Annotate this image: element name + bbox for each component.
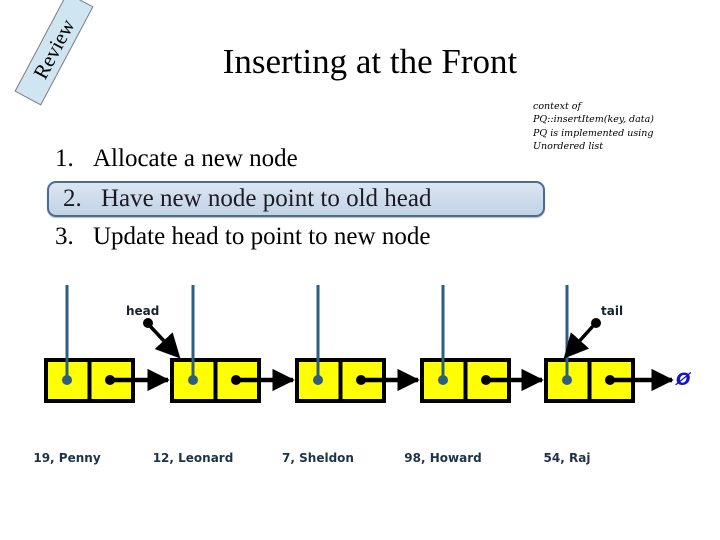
list-node-4 <box>420 285 544 403</box>
node-3-label: 7, Sheldon <box>282 451 354 465</box>
step-2-number: 2. <box>63 185 82 212</box>
list-node-2 <box>170 285 295 403</box>
step-2-highlight-box <box>47 181 545 217</box>
step-2-text: Have new node point to old head <box>101 185 432 212</box>
context-note-line-4: Unordered list <box>533 141 604 153</box>
step-3-number: 3. <box>55 222 74 250</box>
node-5-label: 54, Raj <box>543 451 591 465</box>
step-item-1: 1. Allocate a new node <box>55 139 575 178</box>
step-3-text: Update head to point to new node <box>93 222 431 250</box>
tail-arrow-origin-dot <box>591 318 601 328</box>
steps-list: 1. Allocate a new node 3. Update head to… <box>47 139 575 256</box>
step-1-number: 1. <box>55 144 74 172</box>
context-note: context of PQ::insertItem(key, data) PQ … <box>533 100 713 154</box>
node-2-label: 12, Leonard <box>152 451 234 465</box>
head-arrow-origin-dot <box>143 318 153 328</box>
node-4-label: 98, Howard <box>404 451 482 465</box>
step-item-3: 3. Update head to point to new node <box>55 217 575 256</box>
linked-list-diagram: head tail Ø 19, Penny 12, Leonard 7, She… <box>0 285 720 510</box>
tail-pointer-arrow <box>563 318 601 359</box>
step-1-text: Allocate a new node <box>93 144 298 172</box>
context-note-line-2: PQ::insertItem(key, data) <box>533 114 654 126</box>
node-1-label: 19, Penny <box>33 451 101 465</box>
head-label: head <box>126 304 160 318</box>
page-title: Inserting at the Front <box>222 42 518 81</box>
list-node-1 <box>44 285 170 403</box>
tail-arrow-line <box>563 324 595 359</box>
review-tag: Review <box>14 0 94 106</box>
step-item-2: 2. Have new node point to old head <box>55 181 553 217</box>
list-node-5 <box>544 285 674 403</box>
null-symbol: Ø <box>676 370 691 390</box>
list-node-3 <box>295 285 420 403</box>
context-note-line-3: PQ is implemented using <box>533 127 654 139</box>
context-note-line-1: context of <box>533 101 582 112</box>
head-pointer-arrow <box>143 318 181 359</box>
diagram-canvas <box>44 285 674 403</box>
head-arrow-line <box>148 324 181 359</box>
review-tag-label: Review <box>27 14 80 83</box>
tail-label: tail <box>601 304 624 318</box>
